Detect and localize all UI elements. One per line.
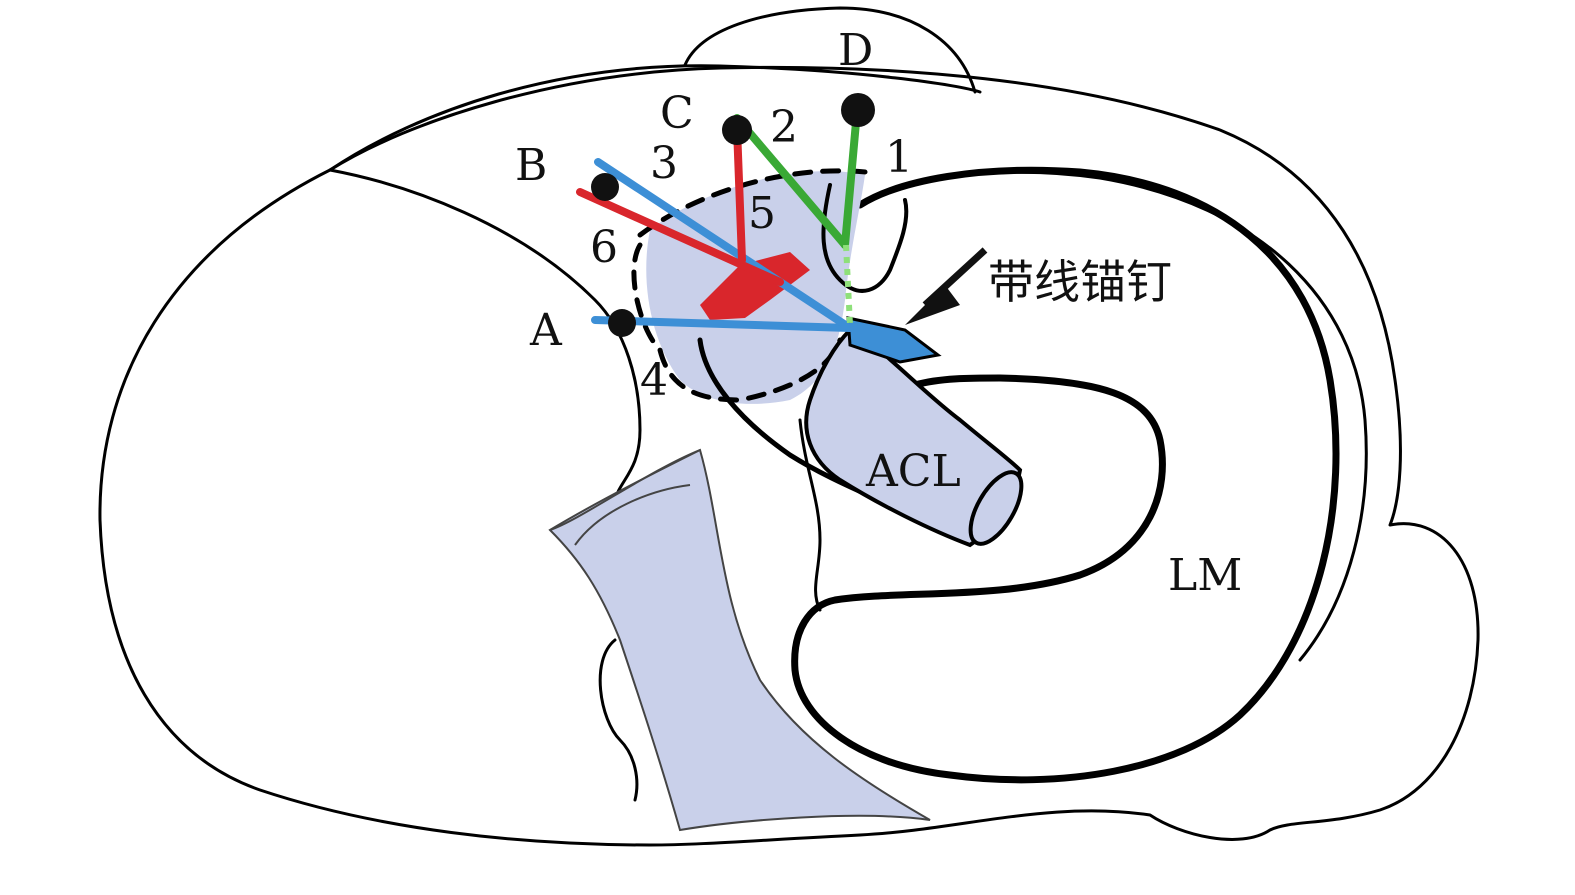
label-point-d: D (838, 25, 873, 76)
label-point-c: C (660, 88, 694, 139)
label-anchor: 带线锚钉 (988, 255, 1172, 309)
patellar-tendon (548, 448, 931, 832)
point-b-marker (591, 173, 619, 201)
medial-meniscus-outline (328, 168, 642, 502)
tibial-spine-bump (683, 6, 977, 94)
acl-end (968, 470, 1024, 546)
medial-meniscus-inner (598, 638, 639, 802)
suture-line-b-red (576, 188, 784, 286)
lateral-meniscus-outer (791, 166, 1340, 784)
label-point-b: B (515, 140, 547, 191)
label-num-5: 5 (748, 188, 776, 239)
point-a-marker (608, 309, 636, 337)
patellar-tendon-top (549, 449, 701, 546)
suture-line-a (591, 316, 854, 332)
label-num-3: 3 (650, 138, 678, 189)
suture-line-green-dotted (843, 244, 853, 326)
suture-anchor (846, 316, 942, 364)
label-num-2: 2 (770, 102, 798, 153)
suture-line-b-blue (594, 158, 854, 332)
label-point-a: A (529, 305, 563, 356)
point-d-marker (841, 93, 875, 127)
suture-line-c-red (733, 124, 746, 264)
top-edge-line (328, 64, 982, 172)
label-num-4: 4 (640, 355, 668, 406)
label-num-6: 6 (590, 222, 618, 273)
label-acl: ACL (865, 446, 961, 497)
red-ligament-fill (700, 252, 810, 320)
intercondylar-line (798, 418, 822, 612)
point-c-marker (722, 115, 752, 145)
label-lm: LM (1168, 550, 1242, 601)
posterior-root-line (821, 183, 909, 293)
lateral-meniscus-body (868, 170, 1368, 662)
label-num-1: 1 (885, 132, 913, 183)
suture-line-c-green (733, 114, 849, 249)
tibial-plateau-outline (98, 65, 1480, 847)
insertion-dashed-boundary (631, 168, 868, 403)
anchor-arrow-head (905, 285, 960, 325)
acl-bundle (804, 327, 1023, 548)
